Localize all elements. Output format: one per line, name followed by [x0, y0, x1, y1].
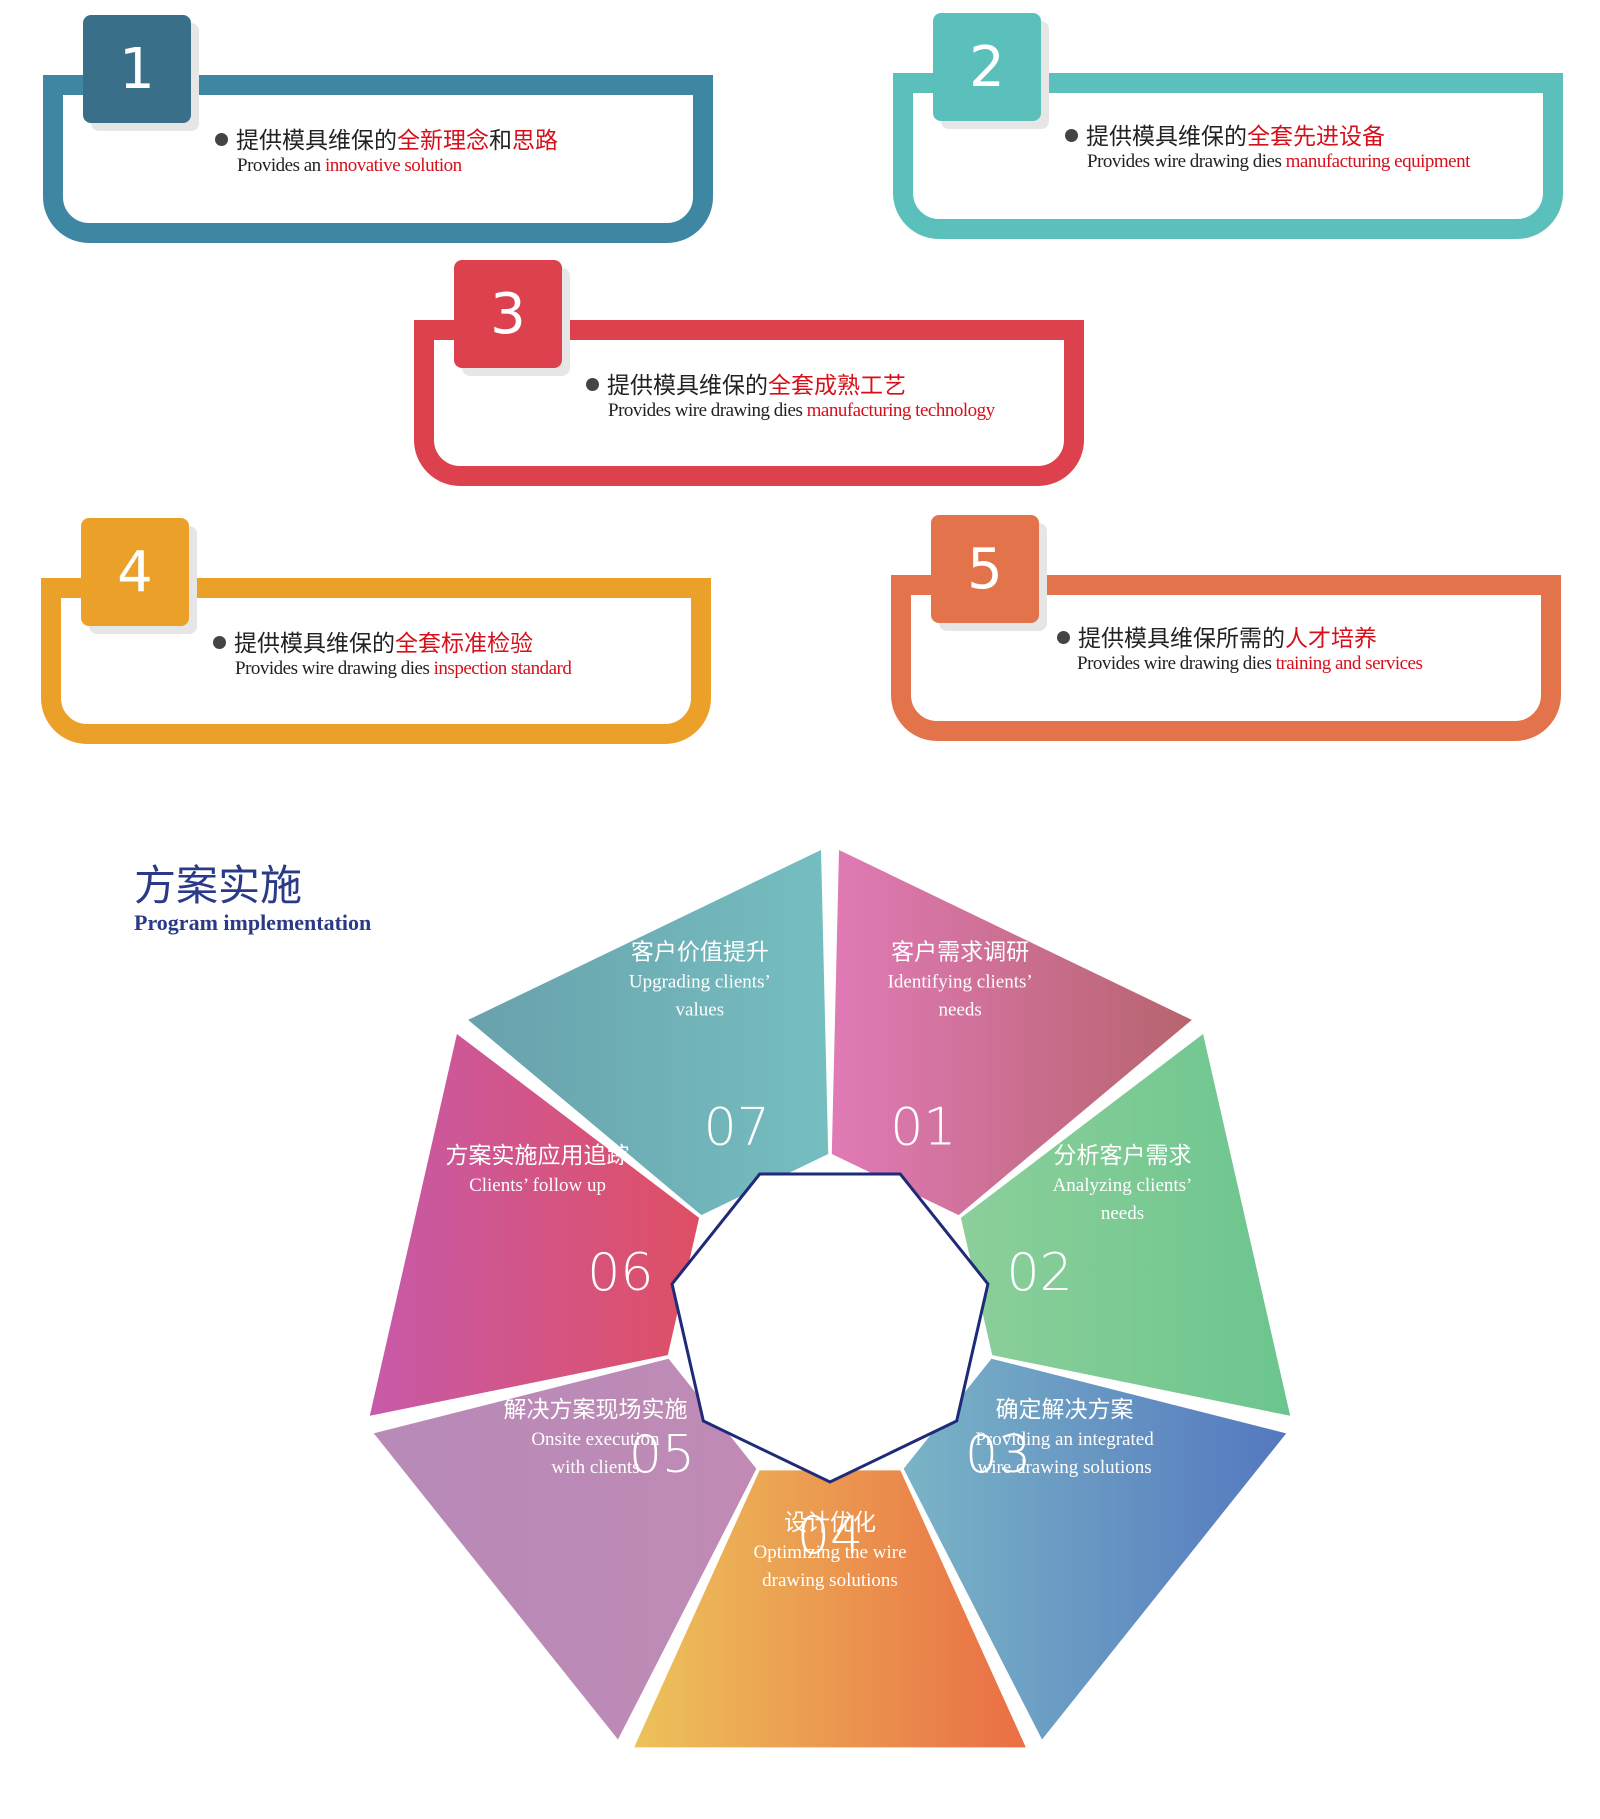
card-number-badge: 4	[81, 518, 189, 626]
bullet-icon	[213, 636, 226, 649]
section-subtitle: Program implementation	[134, 910, 372, 935]
wheel-step-number: 01	[890, 1097, 956, 1157]
bullet-icon	[1057, 631, 1070, 644]
bullet-icon	[586, 378, 599, 391]
wheel-segment-01	[831, 850, 1192, 1216]
wheel-step-subtitle-2: needs	[1101, 1203, 1144, 1224]
wheel-hub	[670, 1172, 990, 1484]
bullet-icon	[1065, 129, 1078, 142]
wheel-step-subtitle: Optimizing the wire	[753, 1542, 906, 1563]
section-title: 方案实施	[134, 861, 303, 910]
card-title: 提供模具维保所需的人才培养	[1057, 619, 1377, 653]
card-number-badge: 5	[931, 515, 1039, 623]
card-subtitle: Provides wire drawing dies training and …	[1077, 653, 1423, 674]
card-frame	[893, 73, 1563, 239]
card-subtitle: Provides wire drawing dies manufacturing…	[1087, 151, 1470, 172]
wheel-step-subtitle: Identifying clients’	[888, 972, 1033, 993]
wheel-segment-04	[634, 1470, 1026, 1748]
wheel-segment-05	[373, 1358, 757, 1740]
wheel-step-title: 客户价值提升	[631, 940, 769, 966]
wheel-segment-06	[369, 1033, 700, 1416]
wheel-step-number: 05	[629, 1425, 695, 1485]
card-subtitle: Provides wire drawing dies inspection st…	[235, 658, 572, 679]
card-frame	[41, 578, 711, 744]
card-5: 5 提供模具维保所需的人才培养 Provides wire drawing di…	[891, 515, 1561, 741]
bullet-icon	[215, 133, 228, 146]
card-frame	[43, 75, 713, 243]
wheel-step-title: 方案实施应用追踪	[446, 1143, 630, 1169]
wheel-step-number: 04	[797, 1506, 863, 1566]
card-number-badge: 3	[454, 260, 562, 368]
card-number-badge: 2	[933, 13, 1041, 121]
wheel-step-subtitle-2: values	[676, 1000, 725, 1021]
card-subtitle: Provides wire drawing dies manufacturing…	[608, 400, 995, 421]
wheel-step-subtitle-2: with clients	[551, 1457, 639, 1478]
wheel-segment-02	[960, 1033, 1291, 1416]
card-number-badge: 1	[83, 15, 191, 123]
card-title: 提供模具维保的全新理念和思路	[215, 121, 558, 155]
wheel-step-subtitle: Providing an integrated	[975, 1429, 1154, 1450]
card-subtitle: Provides an innovative solution	[237, 155, 462, 176]
card-frame	[414, 320, 1084, 486]
wheel-step-number: 03	[965, 1425, 1031, 1485]
wheel-step-title: 客户需求调研	[891, 940, 1029, 966]
wheel-step-subtitle: Upgrading clients’	[629, 972, 771, 993]
wheel-step-subtitle-2: drawing solutions	[762, 1570, 898, 1591]
wheel-step-title: 分析客户需求	[1053, 1143, 1191, 1169]
wheel-step-number: 07	[704, 1097, 770, 1157]
wheel-step-title: 确定解决方案	[996, 1397, 1134, 1423]
card-1: 1 提供模具维保的全新理念和思路 Provides an innovative …	[43, 15, 713, 243]
wheel-step-number: 06	[587, 1243, 653, 1303]
wheel-step-subtitle: Analyzing clients’	[1053, 1175, 1193, 1196]
card-frame	[891, 575, 1561, 741]
wheel-step-subtitle: Clients’ follow up	[469, 1175, 606, 1196]
wheel-step-subtitle: Onsite execution	[531, 1429, 660, 1450]
card-3: 3 提供模具维保的全套成熟工艺 Provides wire drawing di…	[414, 260, 1084, 486]
wheel-step-title: 设计优化	[784, 1510, 876, 1536]
card-title: 提供模具维保的全套先进设备	[1065, 117, 1385, 151]
wheel-step-title: 解决方案现场实施	[503, 1397, 687, 1423]
card-4: 4 提供模具维保的全套标准检验 Provides wire drawing di…	[41, 518, 711, 744]
wheel-segment-07	[468, 850, 829, 1216]
wheel-step-subtitle-2: needs	[939, 1000, 982, 1021]
wheel-step-subtitle-2: wire drawing solutions	[977, 1457, 1151, 1478]
card-title: 提供模具维保的全套标准检验	[213, 624, 533, 658]
card-2: 2 提供模具维保的全套先进设备 Provides wire drawing di…	[893, 13, 1563, 239]
card-title: 提供模具维保的全套成熟工艺	[586, 366, 906, 400]
wheel-step-number: 02	[1007, 1243, 1073, 1303]
wheel-segment-03	[903, 1358, 1287, 1740]
